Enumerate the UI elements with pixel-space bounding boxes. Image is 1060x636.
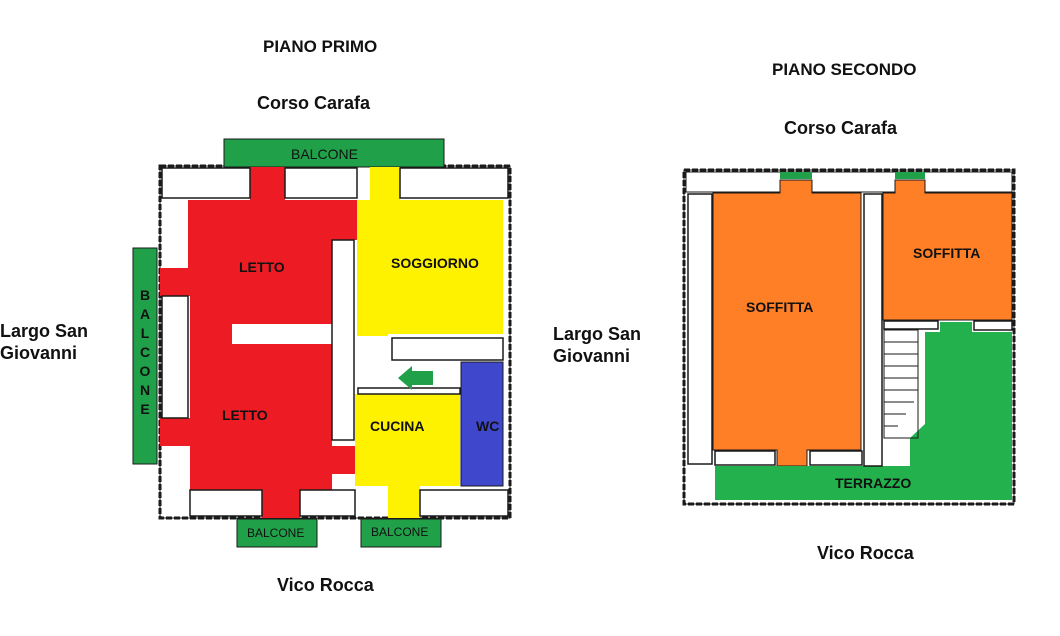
- first-floor-street-left: Largo San Giovanni: [0, 321, 89, 363]
- wall-corridor: [331, 239, 355, 441]
- letto-1-room: [160, 167, 357, 338]
- letto-2-label: LETTO: [222, 407, 268, 423]
- soffitta-2-room: [882, 179, 1013, 321]
- wall-left-band: [687, 193, 713, 465]
- wall-bottom-mid: [299, 489, 356, 517]
- wall-bottom-right: [419, 489, 509, 517]
- second-floor-street-left: Largo San Giovanni: [553, 324, 642, 366]
- wall-left-pier: [161, 295, 189, 419]
- wall-top-band: [685, 171, 1013, 193]
- piano-primo-title: PIANO PRIMO: [263, 37, 378, 56]
- wc-label: WC: [476, 418, 500, 434]
- second-floor-plan: [682, 168, 1016, 506]
- soggiorno-room: [357, 167, 503, 336]
- terrazzo-strip: [715, 466, 1012, 500]
- balcone-left: [132, 247, 158, 465]
- top-opening-right: [895, 172, 925, 179]
- wall-bottom-mid: [809, 450, 863, 466]
- wall-top-right: [399, 167, 509, 199]
- cucina-room: [355, 394, 460, 518]
- balcone-top-label: BALCONE: [291, 146, 358, 162]
- wall-soffitta-2-bottom-right: [973, 320, 1013, 331]
- second-floor-street-bottom: Vico Rocca: [817, 543, 914, 563]
- cucina-label: CUCINA: [370, 418, 425, 434]
- first-floor-street-bottom: Vico Rocca: [277, 575, 374, 595]
- balcone-bottom-left-label: BALCONE: [247, 526, 305, 540]
- wall-cucina-top: [357, 387, 461, 395]
- soffitta-1-label: SOFFITTA: [746, 299, 814, 315]
- terrazzo-label: TERRAZZO: [835, 475, 912, 491]
- wall-soffitta-2-bottom-left: [883, 320, 939, 330]
- soggiorno-label: SOGGIORNO: [391, 255, 479, 271]
- terrazzo-upper: [910, 322, 1012, 466]
- wall-bottom-left: [189, 489, 263, 517]
- piano-secondo-title: PIANO SECONDO: [772, 60, 917, 79]
- wc-room: [460, 361, 504, 487]
- wall-top-left: [161, 167, 251, 199]
- wall-divider-vertical: [863, 193, 883, 467]
- letto-2-room: [160, 338, 355, 518]
- stairs: [883, 329, 919, 439]
- first-floor-street-top: Corso Carafa: [257, 93, 371, 113]
- arrow-left-icon: [398, 366, 433, 390]
- balcone-top: [223, 138, 445, 168]
- balcone-bottom-right-label: BALCONE: [371, 525, 429, 539]
- wall-bottom-left: [714, 450, 776, 466]
- soffitta-1-room: [712, 179, 862, 467]
- balcone-bottom-right: [360, 518, 442, 548]
- second-floor-outer-wall-line: [683, 169, 1015, 505]
- top-opening-left: [780, 172, 812, 179]
- wall-soggiorno-bottom: [391, 337, 504, 361]
- balcone-left-label: BALCONE: [139, 287, 151, 417]
- letto-1-label: LETTO: [239, 259, 285, 275]
- first-floor-plan: [132, 138, 512, 548]
- soffitta-2-label: SOFFITTA: [913, 245, 981, 261]
- wall-top-mid: [284, 167, 358, 199]
- second-floor-street-top: Corso Carafa: [784, 118, 898, 138]
- balcone-bottom-left: [236, 518, 318, 548]
